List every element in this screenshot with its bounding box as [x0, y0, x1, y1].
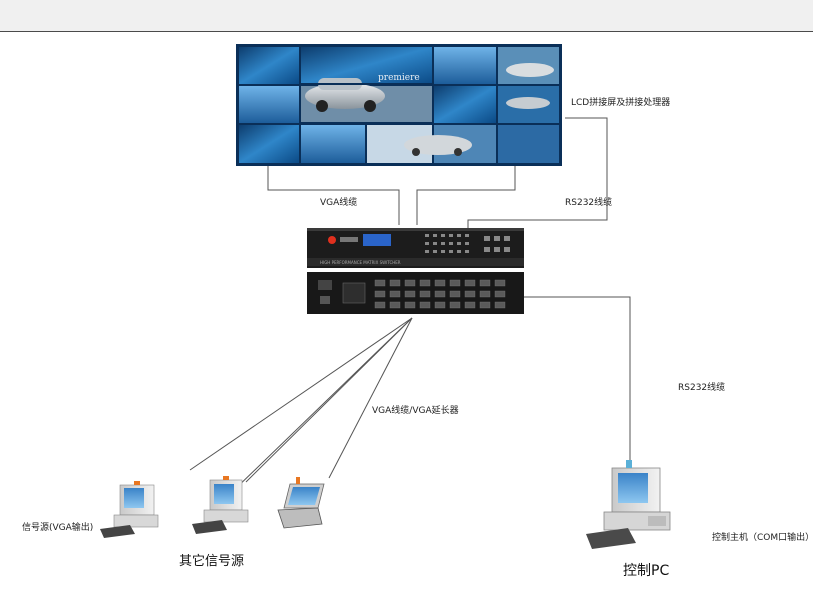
label-other-sources: 其它信号源 [179, 554, 245, 569]
signal-source-pc [100, 481, 159, 538]
connection-lines [189, 117, 631, 494]
other-source-pc [192, 476, 249, 534]
svg-text:HIGH PERFORMANCE MATRIX SWITCH: HIGH PERFORMANCE MATRIX SWITCHER [320, 260, 401, 265]
label-vga-cable: VGA线缆 [320, 198, 358, 208]
label-lcd-wall: LCD拼接屏及拼接处理器 [571, 98, 671, 108]
vga-line-src3 [245, 317, 413, 483]
rs232-line-right [522, 296, 631, 462]
control-pc [586, 460, 671, 549]
label-vga-extender: VGA线缆/VGA延长器 [372, 406, 459, 416]
top-bar [0, 0, 813, 32]
label-control-pc: 控制PC [623, 563, 670, 579]
laptop [277, 477, 325, 529]
label-signal-source: 信号源(VGA输出) [22, 523, 94, 533]
wall-slogan: premiere [378, 73, 420, 83]
lcd-video-wall: premiere [236, 44, 562, 166]
label-rs232-top: RS232线缆 [565, 198, 613, 208]
vga-line-src1 [189, 317, 413, 471]
vga-line-left [267, 166, 400, 225]
label-control-host: 控制主机（COM口输出） [712, 533, 813, 543]
label-rs232-right: RS232线缆 [678, 383, 726, 393]
rs232-line-top [467, 117, 608, 228]
vga-line-right [416, 166, 516, 225]
vga-line-src4 [328, 317, 413, 479]
matrix-switcher: HIGH PERFORMANCE MATRIX SWITCHER [307, 228, 524, 314]
